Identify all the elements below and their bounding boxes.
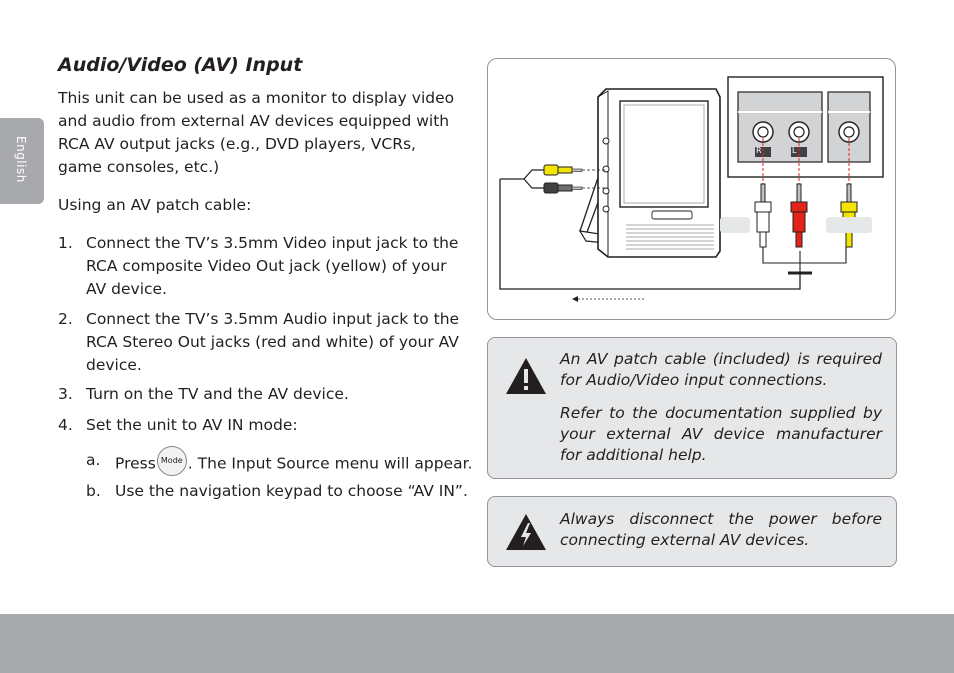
jack-label-right: R: [756, 146, 762, 155]
substep-letter: b.: [86, 482, 101, 500]
note-text: Always disconnect the power before conne…: [560, 510, 882, 549]
step-number: 3.: [58, 385, 73, 403]
step-text: Turn on the TV and the AV device.: [86, 385, 349, 403]
intro-paragraph: This unit can be used as a monitor to di…: [58, 89, 455, 176]
electric-hazard-icon: [506, 514, 546, 550]
step-text: Connect the TV’s 3.5mm Video input jack …: [86, 234, 459, 298]
substep-letter: a.: [86, 451, 101, 469]
step-2: 2. Connect the TV’s 3.5mm Audio input ja…: [58, 308, 468, 378]
language-tab: English: [0, 118, 44, 204]
step-3: 3. Turn on the TV and the AV device.: [58, 383, 468, 407]
av-connection-diagram: R L: [487, 58, 896, 320]
step-number: 2.: [58, 310, 73, 328]
mode-button-icon: Mode: [156, 446, 187, 476]
language-tab-label: English: [14, 136, 28, 183]
step-number: 4.: [58, 416, 73, 434]
footer-bar: [0, 614, 954, 673]
jack-label-left: L: [792, 146, 797, 155]
using-cable-text: Using an AV patch cable:: [58, 196, 252, 214]
note-text: An AV patch cable (included) is required…: [560, 350, 882, 389]
step-text: Connect the TV’s 3.5mm Audio input jack …: [86, 310, 460, 374]
step-text: Set the unit to AV IN mode:: [86, 416, 298, 434]
note-patch-cable: An AV patch cable (included) is required…: [487, 337, 897, 479]
step-1: 1. Connect the TV’s 3.5mm Video input ja…: [58, 232, 468, 302]
note-disconnect-power: Always disconnect the power before conne…: [487, 496, 897, 567]
av-connection-illustration: [499, 76, 884, 302]
step-4: 4. Set the unit to AV IN mode:: [58, 414, 468, 438]
note-text: Refer to the documentation supplied by y…: [560, 404, 882, 464]
step-number: 1.: [58, 234, 73, 252]
section-title: Audio/Video (AV) Input: [58, 54, 303, 76]
substep-text: Use the navigation keypad to choose “AV …: [115, 482, 468, 500]
warning-icon: [506, 358, 546, 394]
